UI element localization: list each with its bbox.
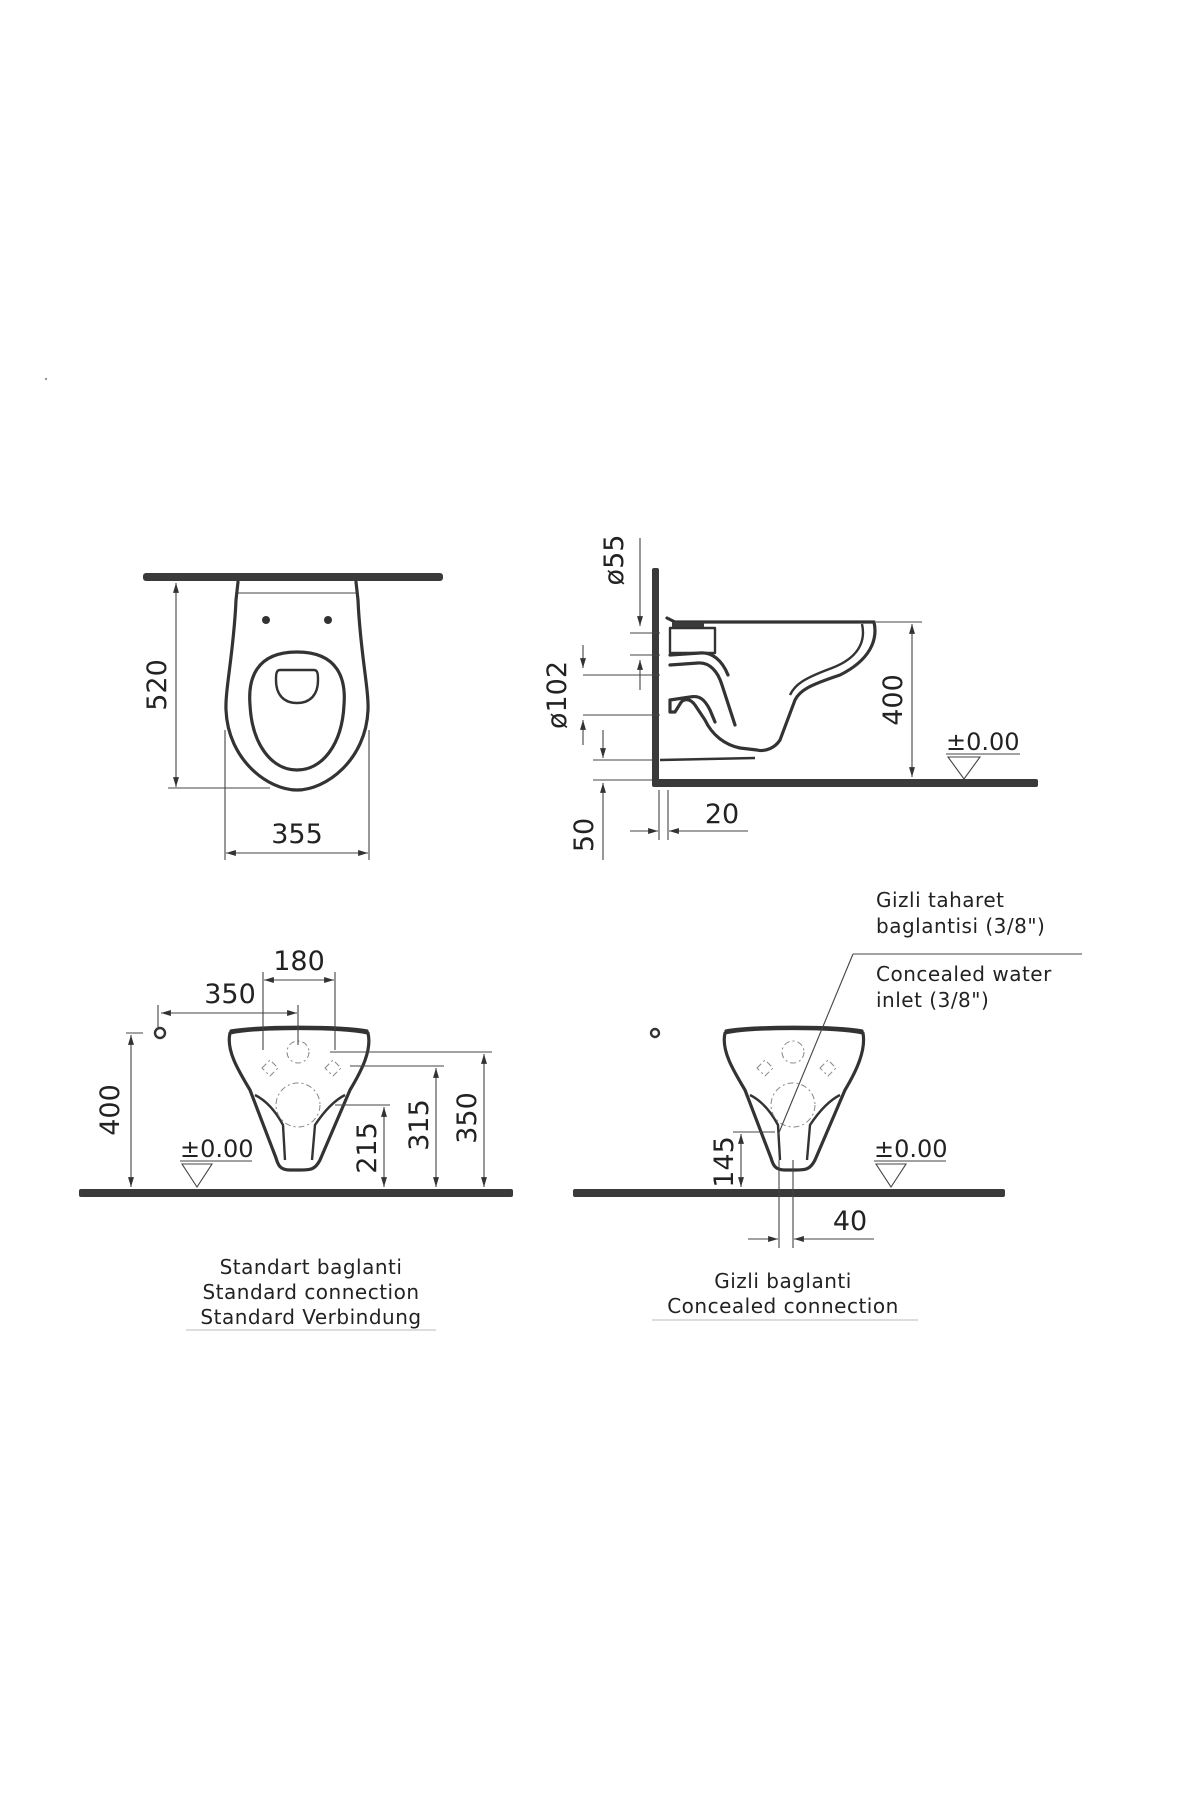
pan-trap — [668, 694, 742, 750]
level-marker — [874, 1163, 908, 1189]
level-label: ±0.00 — [874, 1135, 948, 1163]
floor — [79, 1189, 513, 1197]
inlet-spigot — [668, 626, 717, 655]
dim-inlet-offset: 40 — [833, 1206, 867, 1237]
svg-text:Standard connection: Standard connection — [202, 1280, 419, 1304]
level-marker — [946, 756, 982, 780]
dim-outlet-diameter: ø102 — [542, 661, 573, 729]
svg-text:Concealed water: Concealed water — [876, 962, 1052, 986]
side-view: ø55 ø102 50 20 400 ±0.00 — [542, 535, 1038, 860]
dim-wall-gap: 20 — [705, 799, 739, 830]
front-view-concealed: Gizli taharet baglantisi (3/8") Conceale… — [573, 888, 1082, 1321]
svg-text:inlet (3/8"): inlet (3/8") — [876, 988, 989, 1012]
dim-supply-offset: 350 — [204, 979, 256, 1010]
level-marker — [180, 1163, 214, 1189]
fixing-hole-left — [262, 616, 270, 624]
dim-floor-offset: 50 — [569, 818, 600, 852]
dim-inlet-diameter: ø55 — [599, 535, 630, 586]
wall-bar — [143, 573, 443, 581]
svg-text:baglantisi (3/8"): baglantisi (3/8") — [876, 914, 1045, 938]
top-view: 520 355 — [142, 573, 443, 860]
dim-fixing-height: 315 — [404, 1099, 435, 1151]
level-label: ±0.00 — [180, 1135, 254, 1163]
dim-inlet-height: 145 — [709, 1136, 740, 1188]
wall — [652, 568, 659, 786]
supply-point — [649, 1027, 661, 1039]
svg-text:Standard Verbindung: Standard Verbindung — [200, 1305, 421, 1329]
callout-leader — [777, 953, 854, 1136]
stray-mark — [44, 377, 48, 381]
seat-opening — [248, 650, 346, 772]
svg-text:Concealed connection: Concealed connection — [667, 1294, 899, 1318]
svg-text:Gizli taharet: Gizli taharet — [876, 888, 1004, 912]
dim-rim-height: 350 — [452, 1092, 483, 1144]
dim-supply-height: 400 — [95, 1084, 126, 1136]
dim-fixing-spacing: 180 — [273, 946, 325, 977]
bowl-front — [722, 1026, 866, 1172]
dim-height: 400 — [878, 674, 909, 726]
svg-text:Standart baglanti: Standart baglanti — [220, 1255, 403, 1279]
dim-outlet-height: 215 — [352, 1122, 383, 1174]
fixing-hole-right — [324, 616, 332, 624]
callout-text: Gizli taharet baglantisi (3/8") Conceale… — [876, 888, 1052, 1012]
floor — [652, 779, 1038, 787]
caption-standard: Standart baglanti Standard connection St… — [186, 1255, 436, 1331]
caption-concealed: Gizli baglanti Concealed connection — [652, 1269, 918, 1321]
pan-top — [665, 616, 876, 624]
pan-rim — [738, 620, 877, 753]
dim-width: 355 — [271, 819, 323, 850]
bowl-outline — [224, 580, 370, 792]
trap-opening — [274, 668, 320, 705]
level-label: ±0.00 — [946, 728, 1020, 756]
floor — [573, 1189, 1005, 1197]
supply-point — [153, 1026, 167, 1040]
dim-depth: 520 — [142, 659, 173, 711]
svg-text:Gizli baglanti: Gizli baglanti — [714, 1269, 852, 1293]
front-view-standard: 350 180 400 215 315 350 ±0.00 Standart b… — [79, 946, 513, 1331]
